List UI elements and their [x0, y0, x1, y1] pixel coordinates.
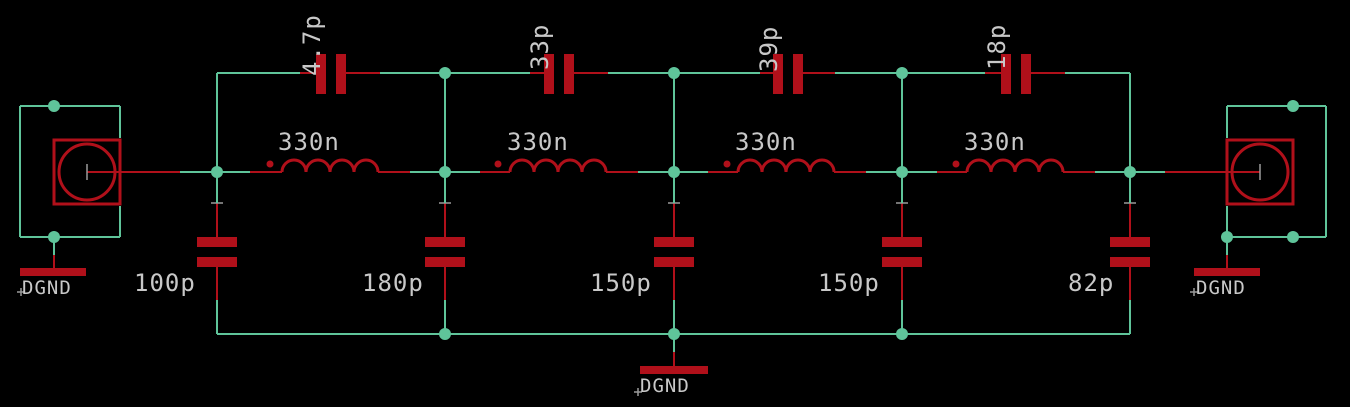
- series-capacitor: [760, 54, 835, 94]
- shunt-cap-label: 180p: [362, 269, 424, 297]
- shunt-cap-label: 100p: [134, 269, 196, 297]
- inductor: [937, 158, 1095, 173]
- junction-dot: [1287, 100, 1299, 112]
- inductor: [480, 158, 638, 173]
- series-cap-label: 33p: [526, 24, 554, 70]
- ground-symbol-icon: [17, 255, 86, 296]
- junction-dot: [211, 166, 223, 178]
- inductor-label: 330n: [507, 128, 569, 156]
- ground-label: DGND: [1196, 277, 1246, 299]
- coax-connector-icon: [52, 138, 180, 206]
- junctions: [48, 67, 1299, 340]
- shunt-cap-label: 150p: [818, 269, 880, 297]
- ground-label: DGND: [640, 375, 690, 397]
- series-capacitor: [530, 54, 608, 94]
- coax-connector-icon: [1165, 138, 1295, 206]
- series-capacitor: [300, 54, 380, 94]
- series-cap-label: 18p: [983, 24, 1011, 70]
- junction-dot: [896, 67, 908, 79]
- shunt-capacitor: [654, 202, 694, 300]
- ground-symbol-icon: [634, 352, 708, 396]
- shunt-capacitor: [882, 202, 922, 300]
- junction-dot: [668, 67, 680, 79]
- junction-dot: [1287, 231, 1299, 243]
- shunt-capacitor: [197, 202, 237, 300]
- junction-dot: [439, 166, 451, 178]
- series-cap-label: 4.7p: [298, 14, 326, 76]
- shunt-capacitor: [425, 202, 465, 300]
- series-capacitor: [985, 54, 1065, 94]
- ground-symbol-icon: [1190, 255, 1260, 296]
- shunt-capacitor: [1110, 202, 1150, 300]
- junction-dot: [48, 231, 60, 243]
- junction-dot: [439, 67, 451, 79]
- inductor-label: 330n: [278, 128, 340, 156]
- junction-dot: [896, 166, 908, 178]
- junction-dot: [668, 328, 680, 340]
- junction-dot: [439, 328, 451, 340]
- junction-dot: [48, 100, 60, 112]
- junction-dot: [1124, 166, 1136, 178]
- junction-dot: [896, 328, 908, 340]
- junction-dot: [668, 166, 680, 178]
- ground-label: DGND: [22, 277, 72, 299]
- inductor: [250, 158, 410, 173]
- junction-dot: [1221, 231, 1233, 243]
- inductor-label: 330n: [735, 128, 797, 156]
- series-cap-label: 39p: [755, 26, 783, 72]
- shunt-cap-label: 150p: [590, 269, 652, 297]
- inductor-label: 330n: [964, 128, 1026, 156]
- shunt-cap-label: 82p: [1068, 269, 1114, 297]
- inductor: [708, 158, 866, 173]
